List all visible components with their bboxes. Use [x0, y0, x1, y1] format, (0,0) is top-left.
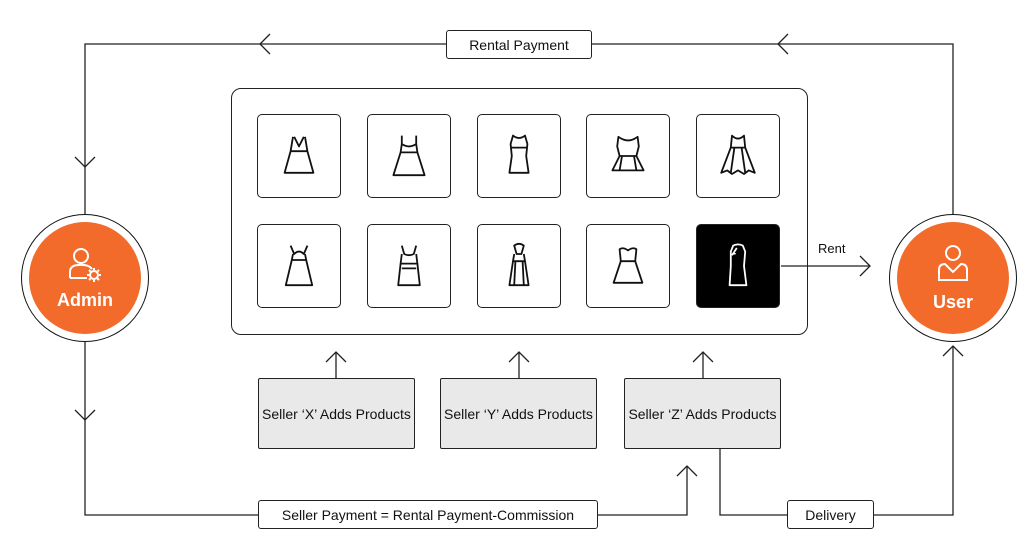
- delivery-label: Delivery: [787, 500, 874, 529]
- product-tile[interactable]: [696, 114, 780, 198]
- rental-payment-label: Rental Payment: [446, 30, 592, 59]
- rent-label: Rent: [818, 241, 846, 256]
- product-tile[interactable]: [257, 224, 341, 308]
- empire-dress-icon: [284, 245, 314, 287]
- halter-dress-icon: [508, 242, 530, 287]
- product-tile[interactable]: [586, 224, 670, 308]
- wrap-dress-icon: [283, 136, 315, 174]
- seller-y-box: Seller ‘Y’ Adds Products: [440, 378, 597, 449]
- admin-user-gear-icon: [69, 247, 101, 282]
- admin-node: Admin: [21, 214, 149, 342]
- user-label: User: [932, 291, 974, 312]
- peplum-dress-icon: [611, 135, 645, 172]
- pleated-dress-icon: [720, 134, 756, 175]
- cheongsam-dress-icon: [728, 243, 748, 287]
- product-catalog-panel: [231, 88, 808, 335]
- seller-z-box: Seller ‘Z’ Adds Products: [624, 378, 781, 449]
- user-node: User: [889, 214, 1017, 342]
- arrow-right-icon: [859, 255, 871, 277]
- arrow-left-icon: [777, 33, 789, 55]
- sweetheart-dress-icon: [392, 135, 426, 177]
- arrow-down-icon: [74, 156, 96, 168]
- sheath-dress-icon: [508, 134, 530, 174]
- admin-label: Admin: [57, 289, 113, 310]
- arrow-up-icon: [942, 345, 964, 357]
- strapless-dress-icon: [612, 247, 644, 284]
- seller-payment-label: Seller Payment = Rental Payment-Commissi…: [258, 500, 598, 529]
- product-tile[interactable]: [477, 114, 561, 198]
- tank-dress-icon: [397, 245, 421, 287]
- product-tile[interactable]: [257, 114, 341, 198]
- arrow-left-icon: [259, 33, 271, 55]
- product-tile[interactable]: [367, 224, 451, 308]
- arrow-up-icon: [676, 465, 698, 477]
- product-tile[interactable]: [586, 114, 670, 198]
- seller-x-box: Seller ‘X’ Adds Products: [258, 378, 415, 449]
- arrow-down-icon: [74, 409, 96, 421]
- user-icon: [938, 244, 968, 281]
- product-tile[interactable]: [367, 114, 451, 198]
- product-tile[interactable]: [477, 224, 561, 308]
- product-tile[interactable]: [696, 224, 780, 308]
